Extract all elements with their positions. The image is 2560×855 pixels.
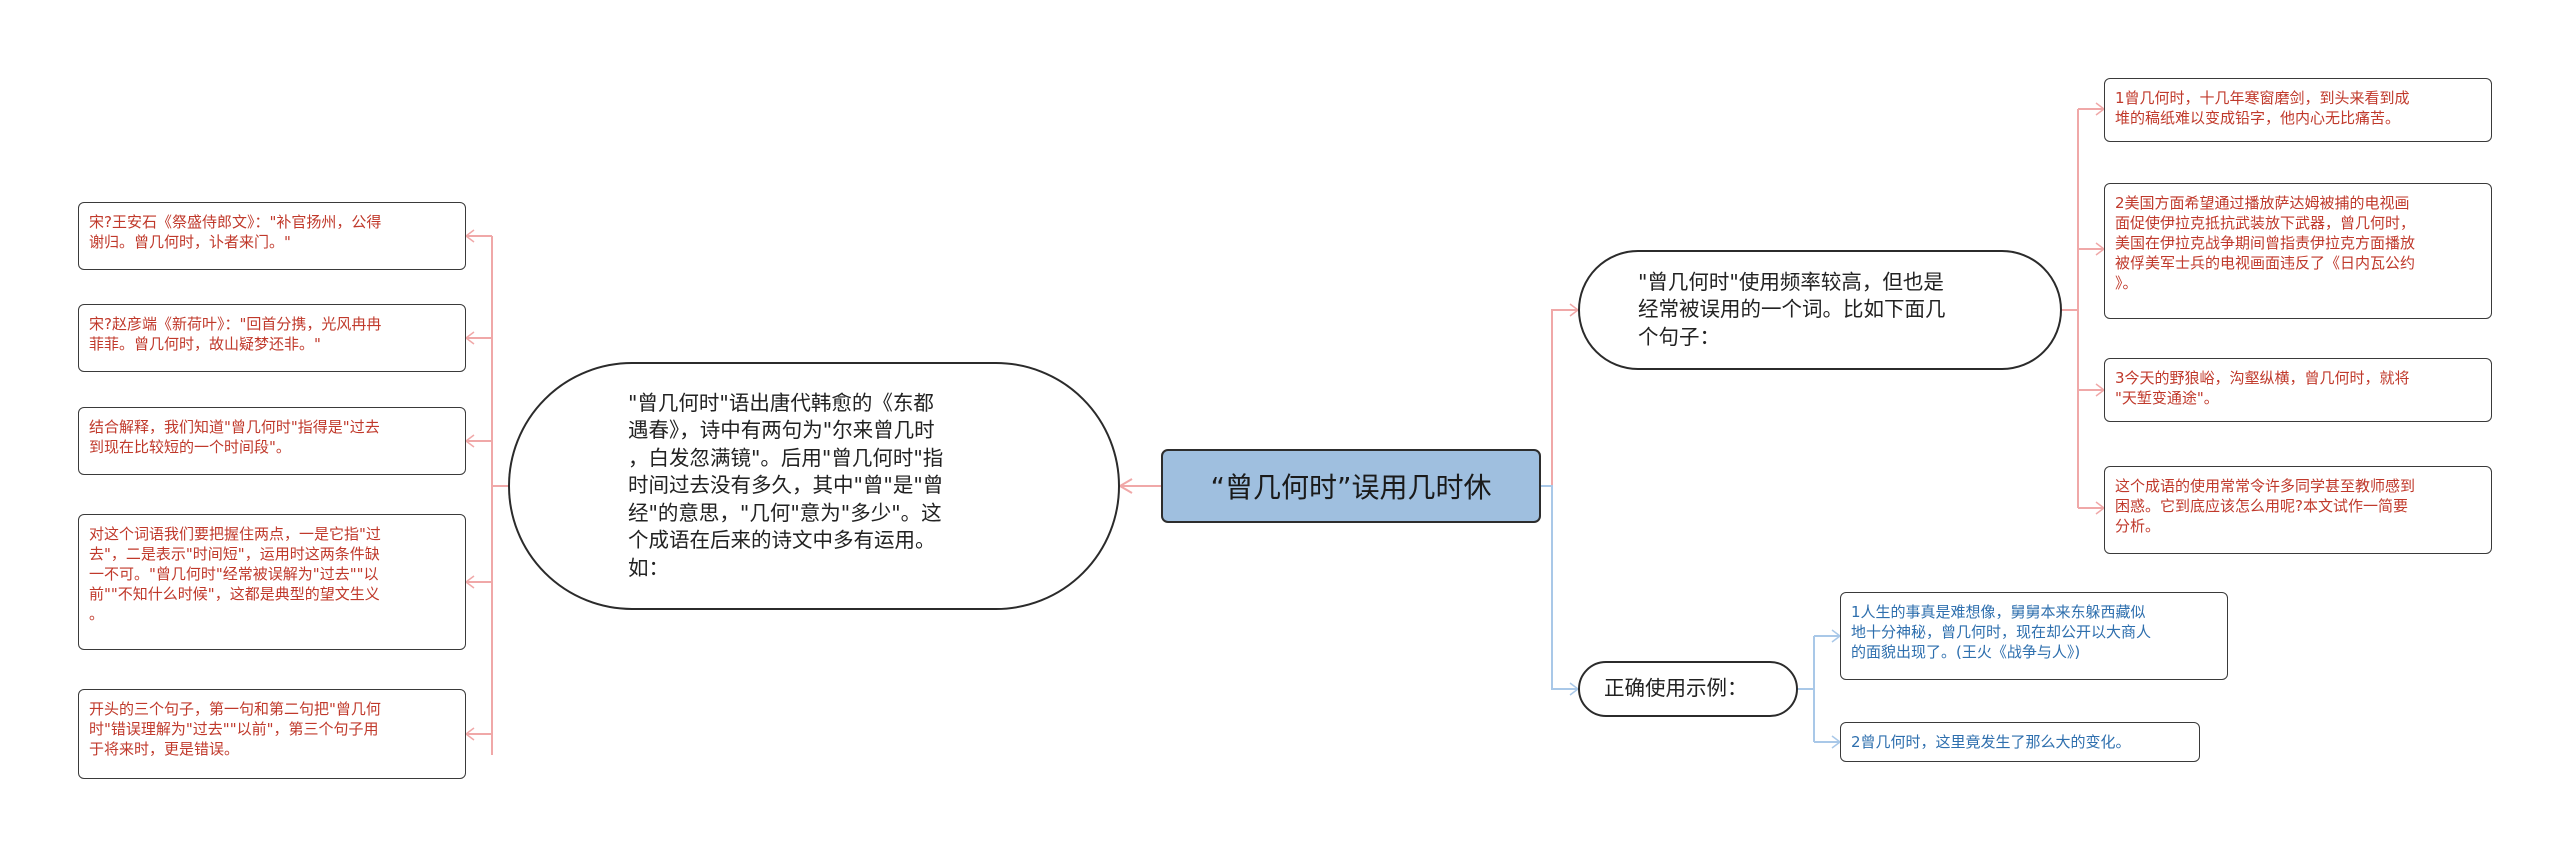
right-topic-correct-usage-bubble[interactable]: 正确使用示例： bbox=[1578, 661, 1798, 717]
left-leaf-opening-sentences[interactable]: 开头的三个句子，第一句和第二句把"曾几何 时"错误理解为"过去""以前"，第三个… bbox=[78, 689, 466, 779]
right-leaf-correct-example-1[interactable]: 1人生的事真是难想像，舅舅本来东躲西藏似 地十分神秘，曾几何时，现在却公开以大商… bbox=[1840, 592, 2228, 680]
left-leaf-two-points[interactable]: 对这个词语我们要把握住两点，一是它指"过 去"，二是表示"时间短"，运用时这两条… bbox=[78, 514, 466, 650]
left-leaf-zhao-yanduan[interactable]: 宋?赵彦端《新荷叶》："回首分携，光风冉冉 菲菲。曾几何时，故山疑梦还非。" bbox=[78, 304, 466, 372]
right-topic-correct-usage-text: 正确使用示例： bbox=[1604, 676, 1748, 701]
right-topic-usage-text: "曾几何时"使用频率较高，但也是 经常被误用的一个词。比如下面几 个句子： bbox=[1638, 269, 1946, 349]
right-leaf-correct-example-2[interactable]: 2曾几何时，这里竟发生了那么大的变化。 bbox=[1840, 722, 2200, 762]
right-leaf-sentence-3[interactable]: 3今天的野狼峪，沟壑纵横，曾几何时，就将 "天堑变通途"。 bbox=[2104, 358, 2492, 422]
left-topic-text: "曾几何时"语出唐代韩愈的《东都 遇春》，诗中有两句为"尔来曾几时 ，白发忽满镜… bbox=[628, 390, 944, 580]
right-leaf-confusion-note[interactable]: 这个成语的使用常常令许多同学甚至教师感到 困惑。它到底应该怎么用呢?本文试作一简… bbox=[2104, 466, 2492, 554]
left-leaf-explanation[interactable]: 结合解释，我们知道"曾几何时"指得是"过去 到现在比较短的一个时间段"。 bbox=[78, 407, 466, 475]
right-topic-usage-bubble[interactable]: "曾几何时"使用频率较高，但也是 经常被误用的一个词。比如下面几 个句子： bbox=[1578, 250, 2062, 370]
root-topic[interactable]: “曾几何时”误用几时休 bbox=[1161, 449, 1541, 523]
left-leaf-wang-anshi[interactable]: 宋?王安石《祭盛侍郎文》："补官扬州，公得 谢归。曾几何时，讣者来门。" bbox=[78, 202, 466, 270]
right-leaf-sentence-1[interactable]: 1曾几何时，十几年寒窗磨剑，到头来看到成 堆的稿纸难以变成铅字，他内心无比痛苦。 bbox=[2104, 78, 2492, 142]
left-topic-bubble[interactable]: "曾几何时"语出唐代韩愈的《东都 遇春》，诗中有两句为"尔来曾几时 ，白发忽满镜… bbox=[508, 362, 1120, 610]
right-leaf-sentence-2[interactable]: 2美国方面希望通过播放萨达姆被捕的电视画 面促使伊拉克抵抗武装放下武器，曾几何时… bbox=[2104, 183, 2492, 319]
